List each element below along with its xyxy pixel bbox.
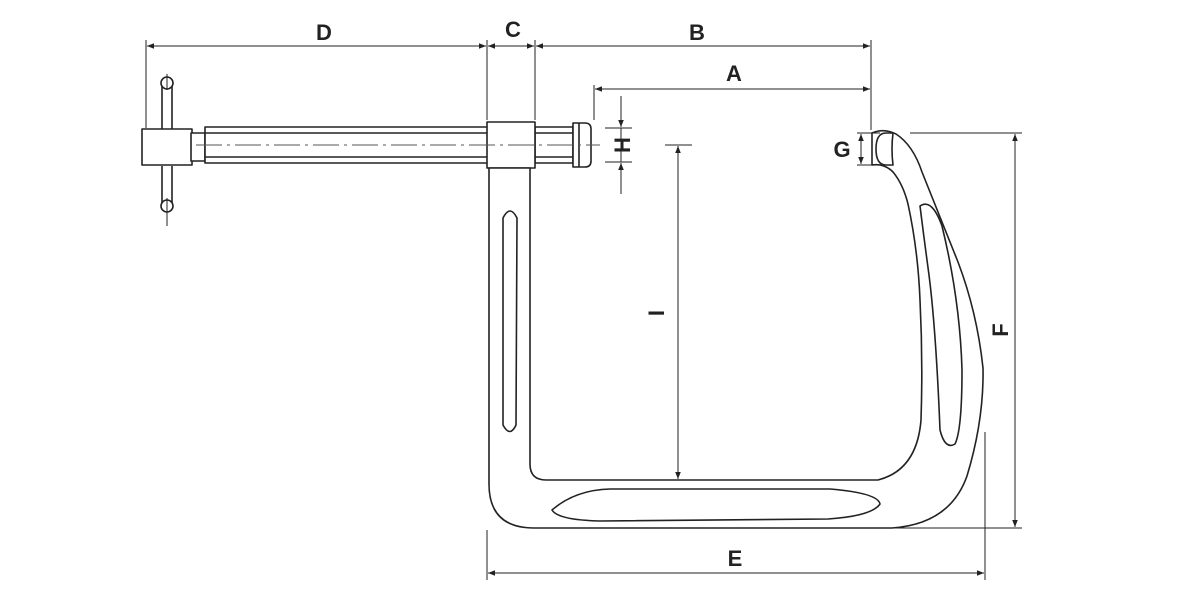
label-g: G [833,137,850,162]
t-handle [141,74,206,226]
label-e: E [728,546,743,571]
label-h: H [610,137,635,153]
frame-slot-right [919,203,963,447]
label-b: B [689,20,705,45]
label-c: C [505,17,521,42]
label-i: I [644,310,669,316]
label-a: A [726,61,742,86]
label-f: F [988,323,1013,336]
label-d: D [316,20,332,45]
frame-slot-left [502,210,518,433]
clamp-frame [488,129,984,529]
anvil-pad [875,132,894,166]
extension-lines [145,40,1022,580]
frame-slot-bottom [551,488,881,522]
